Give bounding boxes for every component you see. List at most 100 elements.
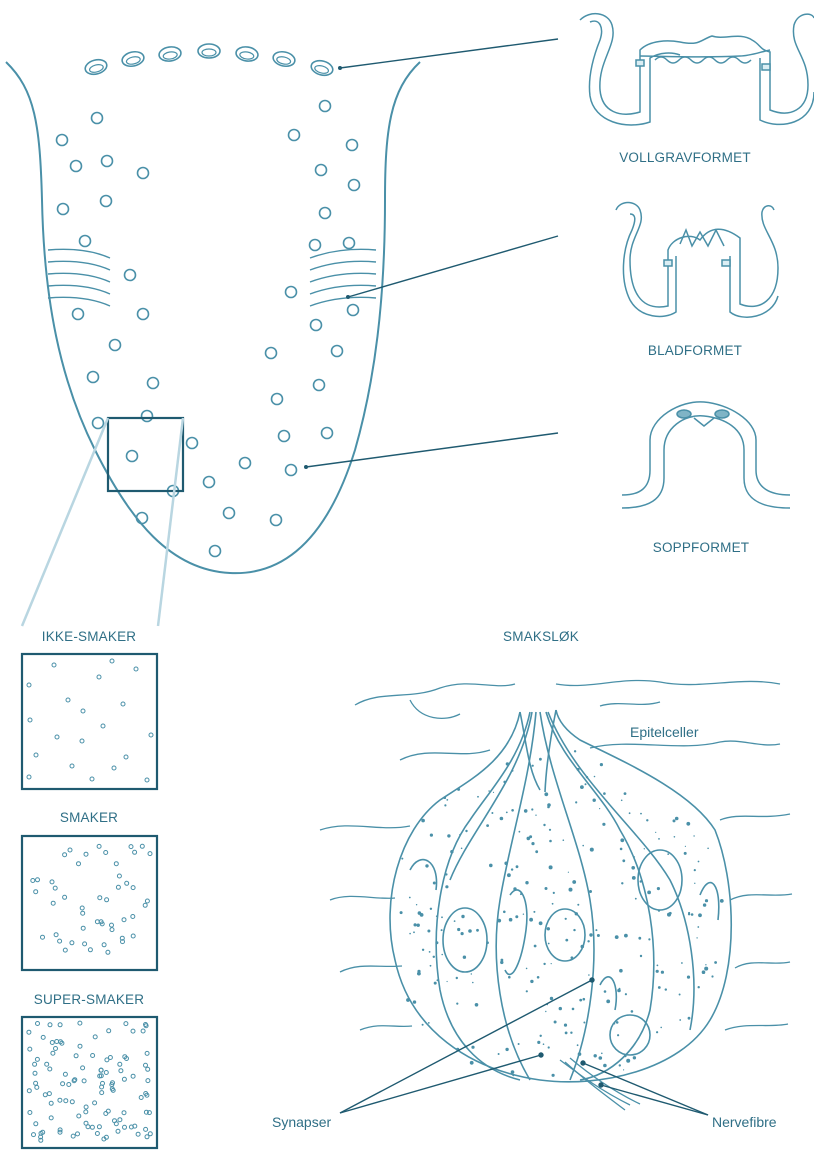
papilla-dot [51,901,55,905]
papilla-dot [143,903,147,907]
speckle [441,954,443,956]
speckle [488,790,490,792]
speckle [401,858,403,860]
papilla-dot [54,1047,58,1051]
speckle [705,899,708,902]
speckle [545,1011,546,1012]
speckle [685,846,686,847]
papilla-dot [102,943,106,947]
papilla-dot [88,948,92,952]
speckle [525,881,528,884]
label-nerve-fibres: Nervefibre [712,1114,777,1130]
speckle [413,931,415,933]
speckle [697,926,699,928]
speckle [575,912,578,915]
papilla-dot [35,1057,39,1061]
speckle [413,1000,416,1003]
speckle [539,758,542,761]
speckle [620,838,624,842]
speckle [445,873,447,875]
speckle [513,887,516,890]
speckle [687,976,690,979]
speckle [553,892,555,894]
label-fungiform: SOPPFORMET [653,540,750,555]
speckle [614,1023,616,1025]
papilla-dot [144,1063,148,1067]
speckle [624,1055,627,1058]
speckle [551,963,552,964]
speckle [688,1017,691,1020]
speckle [674,836,676,838]
speckle [673,819,676,822]
papilla-dot [131,934,135,938]
speckle [620,848,623,851]
speckle [508,976,511,979]
papilla-dot [84,1110,88,1114]
speckle [691,913,694,916]
label-foliate: BLADFORMET [648,343,742,358]
speckle [491,812,493,814]
taste-bud-body [390,710,731,1082]
speckle [437,979,439,981]
speckle [658,986,661,989]
speckle [573,929,575,931]
papilla-dot [80,906,84,910]
papilla-dot [77,1114,81,1118]
speckle [621,882,623,884]
speckle [503,911,506,914]
speckle [414,923,417,926]
non-taster-panel [22,654,157,789]
speckle [531,842,534,845]
speckle [694,869,696,871]
speckle [420,913,424,917]
speckle [622,859,625,862]
speckle [547,927,550,930]
papilla-dot [122,918,126,922]
papilla-dot [27,1089,31,1093]
papilla-dot [50,1041,54,1045]
papilla-dot [53,886,57,890]
speckle [425,864,428,867]
speckle [436,915,438,917]
papilla-dot [106,950,110,954]
speckle [515,915,518,918]
speckle [450,850,453,853]
papilla-dot [107,1029,111,1033]
papilla-dot [67,1083,71,1087]
papilla-dot [84,1121,88,1125]
speckle [589,890,592,893]
speckle [684,852,687,855]
papilla-dot [131,1074,135,1078]
speckle [427,930,430,933]
papilla-dot [74,1054,78,1058]
speckle [441,929,443,931]
papilla-dot [141,1029,145,1033]
speckle [597,934,600,937]
speckle [698,861,700,863]
speckle [656,1031,658,1033]
speckle [547,806,550,809]
speckle [624,934,628,938]
papilla-dot [58,1098,62,1102]
speckle [545,887,548,890]
speckle [686,822,690,826]
papilla-dot [104,1112,108,1116]
speckle [406,998,410,1002]
papilla-dot [104,1071,108,1075]
speckle [417,972,421,976]
speckle [572,880,576,884]
speckle [506,812,508,814]
label-non-taster: IKKE-SMAKER [42,629,137,644]
speckle [409,933,411,935]
foliate-papillae-left [48,249,110,306]
papilla-dot [122,1077,126,1081]
papilla-dot [41,1035,45,1039]
speckle [468,929,472,933]
speckle [434,982,437,985]
papilla-dot [84,1105,88,1109]
papilla-dot [129,845,133,849]
speckle [537,976,540,979]
papilla-dot [81,911,85,915]
taster-dots [31,844,152,954]
speckle [599,808,600,809]
